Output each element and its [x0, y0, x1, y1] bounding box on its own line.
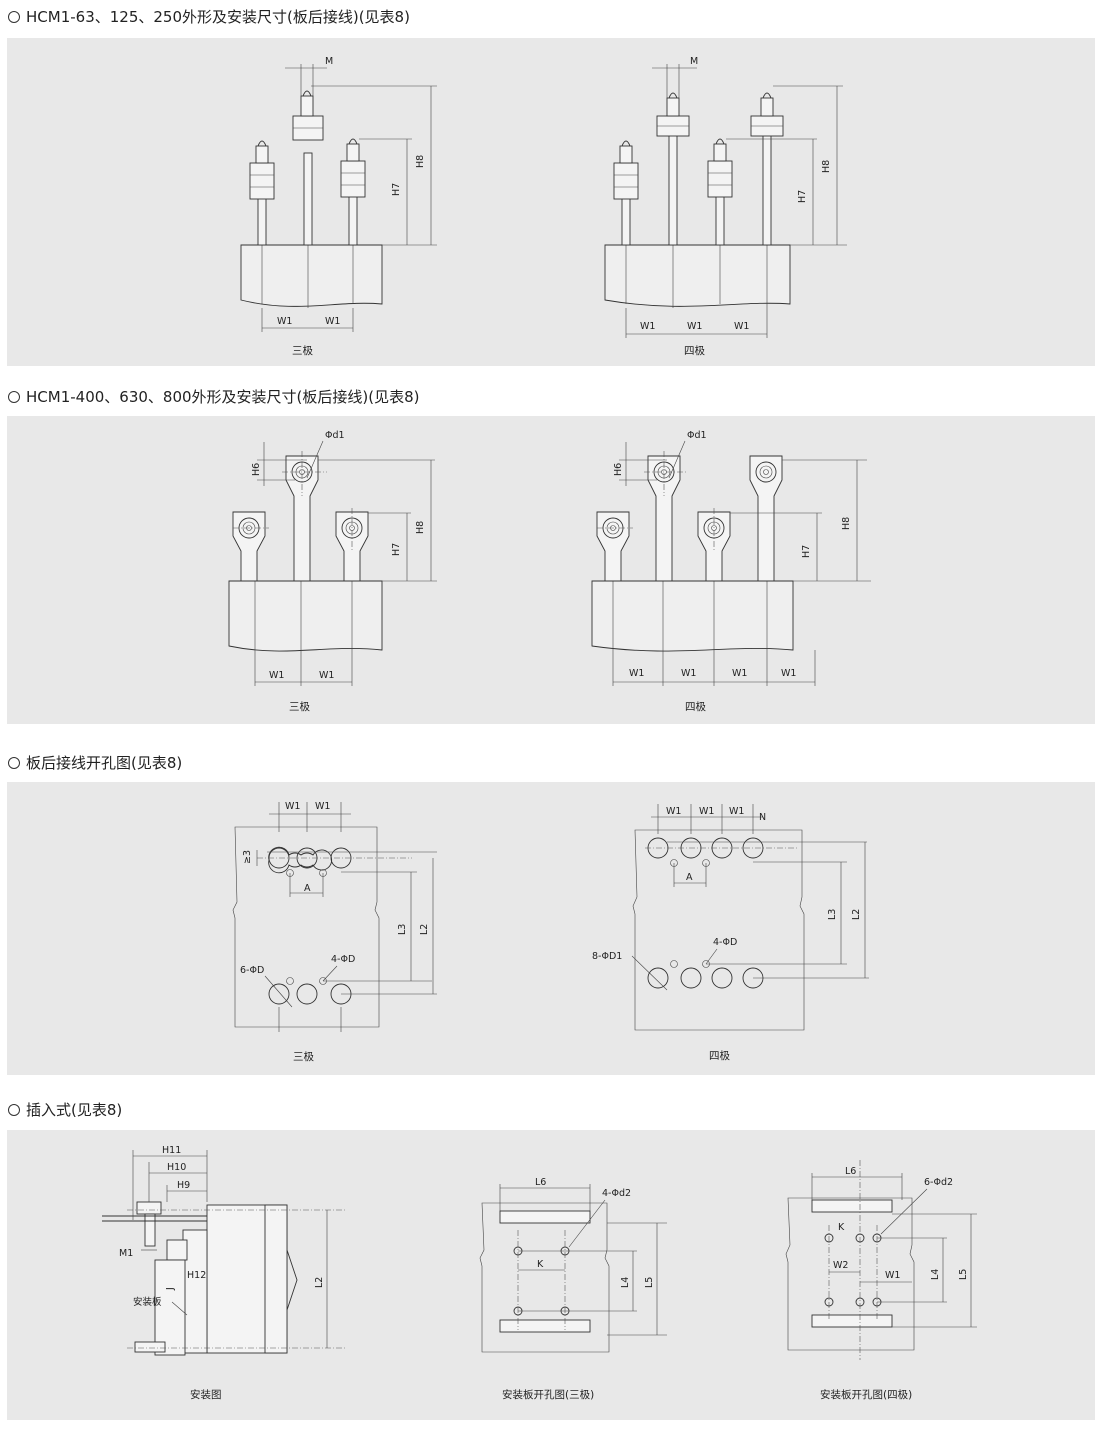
dim-W1: W1: [732, 668, 747, 679]
dim-H7: H7: [391, 543, 402, 556]
dim-L5: L5: [644, 1277, 655, 1288]
dim-L4: L4: [930, 1269, 941, 1280]
dim-phi-d1: Φd1: [687, 430, 707, 441]
diagram-cutout: ≥3 W1 W1 A L3 L2 6-ΦD 4-ΦD 三极 W1 W1: [232, 801, 869, 1063]
install-figure: L2 H11 H10 H9 M1 H12 J 安装板 安装图: [102, 1145, 347, 1401]
dim-L2: L2: [419, 924, 430, 935]
cutout-three-plug-in: L4 L5 L6 K 4-Φd2 安装板开孔图(三极): [479, 1177, 667, 1401]
cutout-four-pole: W1 W1 W1 N A L3 L2 8-ΦD1 4-ΦD 四极: [592, 804, 869, 1062]
diagram-rear-wiring-small: M H7 H8 W1 W1 三极 M: [240, 56, 847, 357]
panel-cutout: ≥3 W1 W1 A L3 L2 6-ΦD 4-ΦD 三极 W1 W1: [7, 782, 1095, 1075]
dim-L2: L2: [851, 909, 862, 920]
dim-W1: W1: [319, 670, 334, 681]
dim-phi-d1: Φd1: [325, 430, 345, 441]
dim-N: N: [759, 812, 766, 823]
caption-four-pole: 四极: [685, 700, 706, 713]
dim-H7: H7: [801, 545, 812, 558]
dim-4-phid2: 4-Φd2: [602, 1188, 631, 1199]
four-pole-figure: M H7 H8 W1 W1 W1 四极: [604, 56, 847, 357]
dim-W1: W1: [640, 321, 655, 332]
dim-4-phiD: 4-ΦD: [331, 954, 355, 965]
section-title-3: 板后接线开孔图(见表8): [8, 754, 182, 772]
dim-L3: L3: [397, 924, 408, 935]
caption-four-pole: 四极: [684, 344, 705, 357]
section-title-4: 插入式(见表8): [8, 1101, 122, 1119]
dim-ge3: ≥3: [242, 850, 253, 864]
dim-L3: L3: [827, 909, 838, 920]
cutout-three-pole: ≥3 W1 W1 A L3 L2 6-ΦD 4-ΦD 三极: [232, 801, 437, 1063]
dim-M: M: [690, 56, 698, 67]
diagram-rear-wiring-large: Φd1 H6 H7 H8 W1 W1 三极 Φd1: [228, 430, 871, 713]
dim-W1: W1: [885, 1270, 900, 1281]
dim-W1: W1: [315, 801, 330, 812]
dim-W1: W1: [285, 801, 300, 812]
dim-L2: L2: [314, 1277, 325, 1288]
panel-rear-wiring-large: Φd1 H6 H7 H8 W1 W1 三极 Φd1: [7, 416, 1095, 724]
dim-K: K: [537, 1259, 544, 1270]
circle-bullet-icon: [8, 391, 20, 403]
circle-bullet-icon: [8, 1104, 20, 1116]
dim-6-phiD: 6-ΦD: [240, 965, 264, 976]
dim-W1: W1: [325, 316, 340, 327]
circle-bullet-icon: [8, 11, 20, 23]
caption-four-pole: 四极: [709, 1049, 730, 1062]
dim-W1: W1: [681, 668, 696, 679]
section-title-1: HCM1-63、125、250外形及安装尺寸(板后接线)(见表8): [8, 8, 410, 26]
dim-M1: M1: [119, 1248, 133, 1259]
caption-three-pole: 三极: [293, 1050, 314, 1063]
dim-4-phiD: 4-ΦD: [713, 937, 737, 948]
dim-J: J: [165, 1287, 176, 1291]
section-title-2: HCM1-400、630、800外形及安装尺寸(板后接线)(见表8): [8, 388, 420, 406]
caption-cutout-three: 安装板开孔图(三极): [502, 1388, 594, 1401]
dim-W1: W1: [277, 316, 292, 327]
dim-H10: H10: [167, 1162, 186, 1173]
dim-H6: H6: [251, 463, 262, 476]
dim-H12: H12: [187, 1270, 206, 1281]
dim-W1: W1: [666, 806, 681, 817]
dim-M: M: [325, 56, 333, 67]
dim-H7: H7: [391, 183, 402, 196]
caption-three-pole: 三极: [292, 344, 313, 357]
dim-H8: H8: [415, 521, 426, 534]
dim-L6: L6: [535, 1177, 546, 1188]
dim-L4: L4: [620, 1277, 631, 1288]
dim-W1: W1: [687, 321, 702, 332]
dim-H7: H7: [797, 190, 808, 203]
dim-K: K: [838, 1222, 845, 1233]
dim-W1: W1: [269, 670, 284, 681]
dim-W1: W1: [699, 806, 714, 817]
dim-W1: W1: [729, 806, 744, 817]
dim-H8: H8: [821, 160, 832, 173]
dim-8-phiD1: 8-ΦD1: [592, 951, 622, 962]
four-pole-figure-large: Φd1 H6 H7 H8 W1 W1 W1 W1 四极: [591, 430, 871, 713]
dim-H9: H9: [177, 1180, 190, 1191]
circle-bullet-icon: [8, 757, 20, 769]
dim-6-phid2: 6-Φd2: [924, 1177, 953, 1188]
dim-H8: H8: [841, 517, 852, 530]
dim-H6: H6: [613, 463, 624, 476]
cutout-four-plug-in: L4 L5 L6 K W2 W1 6-Φd2 安装板开孔图(四极): [785, 1160, 977, 1401]
dim-L5: L5: [958, 1269, 969, 1280]
caption-install: 安装图: [190, 1388, 222, 1401]
dim-A: A: [686, 872, 693, 883]
panel-rear-wiring-small: M H7 H8 W1 W1 三极 M: [7, 38, 1095, 366]
caption-three-pole: 三极: [289, 700, 310, 713]
dim-W1: W1: [629, 668, 644, 679]
dim-L6: L6: [845, 1166, 856, 1177]
dim-A: A: [304, 883, 311, 894]
dim-W1: W1: [781, 668, 796, 679]
label-mount-plate: 安装板: [133, 1296, 162, 1308]
three-pole-figure-large: Φd1 H6 H7 H8 W1 W1 三极: [228, 430, 437, 713]
diagram-plug-in: L2 H11 H10 H9 M1 H12 J 安装板 安装图 L4 L5: [102, 1145, 977, 1401]
three-pole-figure: M H7 H8 W1 W1 三极: [240, 56, 437, 357]
panel-plug-in: L2 H11 H10 H9 M1 H12 J 安装板 安装图 L4 L5: [7, 1130, 1095, 1420]
dim-W1: W1: [734, 321, 749, 332]
dim-W2: W2: [833, 1260, 848, 1271]
dim-H8: H8: [415, 155, 426, 168]
caption-cutout-four: 安装板开孔图(四极): [820, 1388, 912, 1401]
dim-H11: H11: [162, 1145, 181, 1156]
